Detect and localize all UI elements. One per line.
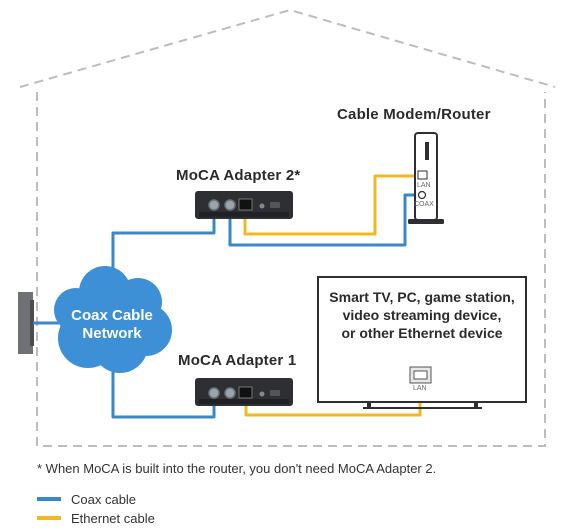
device-description-line2: video streaming device, xyxy=(342,307,502,323)
footnote: * When MoCA is built into the router, yo… xyxy=(37,461,437,476)
device-description: Smart TV, PC, game station, video stream… xyxy=(318,288,526,342)
adapter2-title: MoCA Adapter 2* xyxy=(176,167,301,184)
adapter2-lan-port xyxy=(238,198,253,211)
adapter1-coax-port-out xyxy=(224,387,236,399)
router-coax-label: COAX xyxy=(414,201,434,208)
cloud-label-line1: Coax Cable xyxy=(71,307,153,324)
moca-adapter-1 xyxy=(195,378,293,406)
legend-swatch-coax xyxy=(37,497,61,501)
router-lan-port xyxy=(417,170,428,180)
legend-label-ethernet: Ethernet cable xyxy=(71,510,155,526)
device-lan-label: LAN xyxy=(413,385,427,392)
cable-modem-router xyxy=(408,132,444,224)
adapter1-lan-port xyxy=(238,386,253,399)
router-lan-label: LAN xyxy=(417,182,431,189)
legend-swatch-ethernet xyxy=(37,516,61,520)
cloud-label-line2: Network xyxy=(82,325,142,342)
wall-outlet xyxy=(18,292,34,354)
cloud-label: Coax Cable Network xyxy=(62,307,162,343)
device-description-line1: Smart TV, PC, game station, xyxy=(329,289,515,305)
moca-adapter-2 xyxy=(195,191,293,219)
device-description-line3: or other Ethernet device xyxy=(341,325,503,341)
router-title: Cable Modem/Router xyxy=(337,106,491,123)
adapter2-coax-port-out xyxy=(224,199,236,211)
legend-item-coax: Coax cable xyxy=(37,491,136,507)
house-outline xyxy=(19,8,556,447)
adapter1-title: MoCA Adapter 1 xyxy=(178,352,297,369)
ethernet-device-tv xyxy=(317,276,527,409)
router-coax-port xyxy=(417,190,427,200)
adapter2-coax-port-in xyxy=(208,199,220,211)
legend-label-coax: Coax cable xyxy=(71,491,137,507)
adapter1-coax-port-in xyxy=(208,387,220,399)
legend-item-ethernet: Ethernet cable xyxy=(37,510,155,526)
coax-cloud xyxy=(54,266,172,373)
